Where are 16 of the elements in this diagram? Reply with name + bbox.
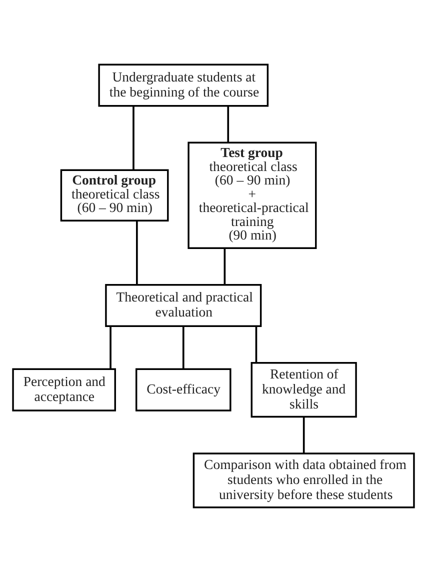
node-box: Test group theoretical class (60 – 90 min) + theoretical-practical training (90 min): [188, 141, 317, 248]
connector: [224, 248, 226, 284]
connector: [136, 220, 138, 284]
node-box: Retention of knowledge and skills: [250, 362, 357, 418]
connector: [132, 105, 134, 170]
connector: [302, 416, 305, 453]
connector: [182, 326, 184, 368]
node-box: Control group theoretical class (60 – 90 min): [60, 168, 169, 221]
connector: [255, 326, 258, 362]
connector: [110, 326, 112, 368]
connector: [227, 105, 230, 142]
node-box: Comparison with data obtained from students who enrolled in the university before these students: [192, 452, 415, 508]
node-box: Undergraduate students at the beginning of the course: [98, 63, 269, 106]
node-box: Cost-efficacy: [135, 368, 232, 411]
node-box: Perception and acceptance: [12, 368, 116, 411]
node-box: Theoretical and practical evaluation: [105, 284, 262, 326]
